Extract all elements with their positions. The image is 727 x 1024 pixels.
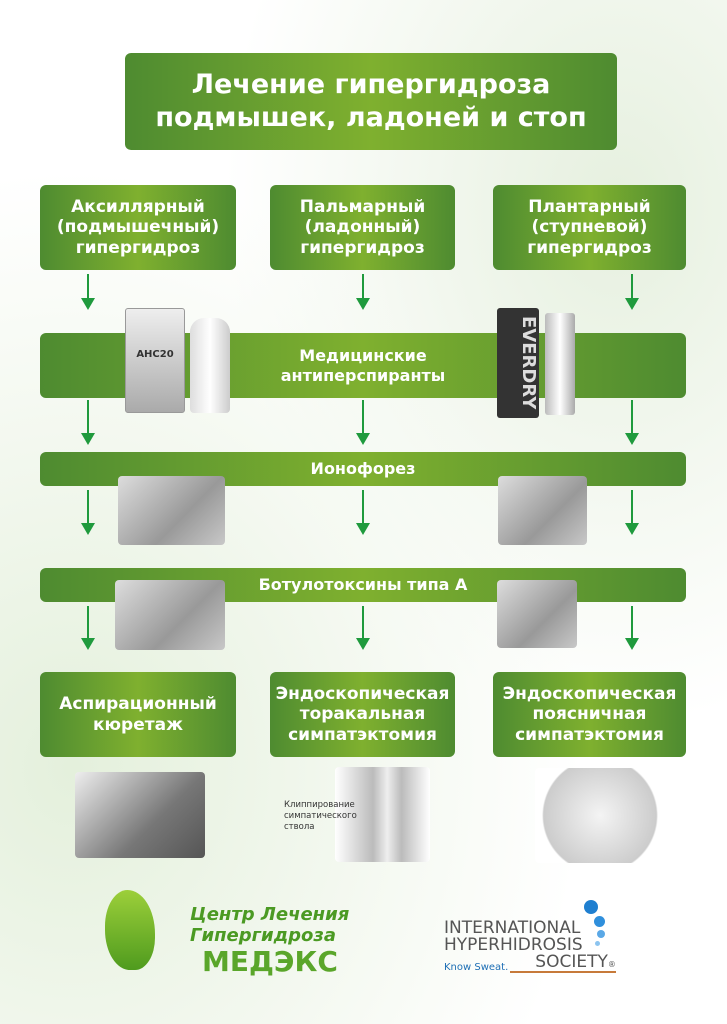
- oak-leaf-icon: [105, 890, 155, 970]
- logo-line1: Центр Лечения: [190, 904, 350, 925]
- iontophoresis-feet-image: [498, 476, 587, 545]
- botox-vial-image: [497, 580, 577, 648]
- ihs-line2: HYPERHIDROSIS: [444, 935, 583, 955]
- logo-line2: Гипергидроза: [190, 924, 337, 946]
- product-bottle-right: [545, 313, 575, 415]
- product-label: AHC20: [136, 349, 174, 360]
- ihs-logo: INTERNATIONAL HYPERHIDROSIS Know Sweat. …: [444, 898, 624, 978]
- page-title: Лечение гипергидроза подмышек, ладоней и…: [125, 53, 617, 150]
- ihs-tagline: Know Sweat.: [444, 962, 509, 973]
- medex-logo: Центр Лечения Гипергидроза МЕДЭКС: [100, 885, 370, 985]
- product-box-left: AHC20: [125, 308, 185, 413]
- type-axillary: Аксиллярный (подмышечный) гипергидроз: [40, 185, 236, 270]
- product-box-right: EVERDRY: [497, 308, 539, 418]
- logo-line3: МЕДЭКС: [202, 945, 338, 979]
- ihs-mark: ®: [607, 960, 616, 969]
- lumbar-anatomy-image: [535, 768, 665, 863]
- surgery-thoracic: Эндоскопическая торакальная симпатэктоми…: [270, 672, 455, 757]
- botox-injection-image: [115, 580, 225, 650]
- curettage-image: [75, 772, 205, 858]
- type-palmar: Пальмарный (ладонный) гипергидроз: [270, 185, 455, 270]
- ihs-line1: INTERNATIONAL: [444, 918, 581, 938]
- type-plantar: Плантарный (ступневой) гипергидроз: [493, 185, 686, 270]
- ihs-line3: SOCIETY: [535, 952, 608, 972]
- iontophoresis-hands-image: [118, 476, 225, 545]
- surgery-curettage: Аспирационный кюретаж: [40, 672, 236, 757]
- product-bottle-left: [190, 318, 230, 413]
- spine-image: [335, 767, 430, 862]
- surgery-lumbar: Эндоскопическая поясничная симпатэктомия: [493, 672, 686, 757]
- clip-caption: Клиппирование симпатического ствола: [284, 800, 357, 833]
